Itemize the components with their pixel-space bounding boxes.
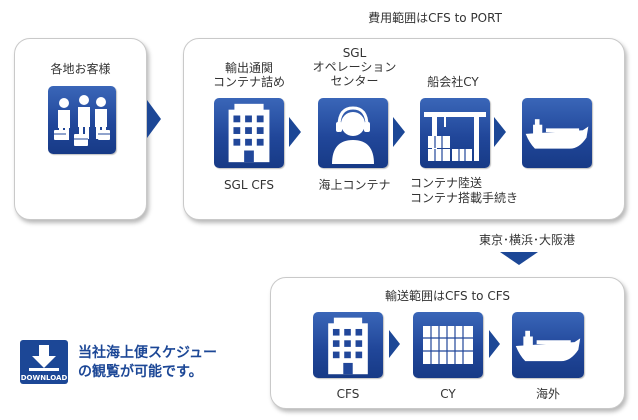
customer-tile <box>48 86 116 154</box>
building-icon <box>228 103 270 163</box>
operation-center-tile <box>318 98 388 168</box>
cfs-step-label-cy: CY <box>440 387 456 401</box>
download-text-line1: 当社海上便スケジュー <box>78 345 218 361</box>
building-icon <box>328 317 368 375</box>
people-with-boxes-icon <box>54 95 110 146</box>
download-text-line2: の観覧が可能です。 <box>78 364 203 380</box>
customer-panel-title: 各地お客様 <box>50 62 111 76</box>
overseas-ship-tile <box>512 312 584 378</box>
flow-arrow <box>389 330 400 358</box>
flow-arrow <box>489 330 500 358</box>
cfs-tile <box>313 312 383 378</box>
container-stack-icon <box>423 326 473 364</box>
schedule-download-link[interactable]: DOWNLOAD 当社海上便スケジュー の観覧が可能です。 <box>14 338 250 386</box>
cfs-panel-title: 輸送範囲はCFS to CFS <box>384 289 511 303</box>
port-panel-title: 費用範囲はCFS to PORT <box>368 11 502 25</box>
cargo-ship-icon <box>525 119 589 149</box>
flow-arrow <box>494 117 506 147</box>
operator-headset-icon <box>332 106 374 164</box>
container-yard-tile <box>420 98 490 168</box>
download-icon: DOWNLOAD <box>20 340 68 384</box>
container-yard-crane-icon <box>424 112 486 161</box>
ship-tile <box>522 98 592 168</box>
cargo-ship-icon <box>515 330 581 362</box>
cy-tile <box>413 312 483 378</box>
cfs-step-label-cfs: CFS <box>336 387 360 401</box>
flow-arrow <box>289 117 301 147</box>
step-label-carrier-cy: 船会社CY <box>427 75 479 89</box>
step-label-operation-center: SGL オペレーション センター <box>312 46 397 88</box>
step-label-customs: 輸出通関 コンテナ詰め <box>212 61 285 89</box>
flow-arrow <box>147 100 161 138</box>
step-label-sea-container: 海上コンテナ <box>318 178 391 192</box>
cfs-step-label-overseas: 海外 <box>535 387 560 401</box>
down-arrow <box>500 252 538 265</box>
step-label-sgl-cfs: SGL CFS <box>223 178 275 192</box>
ports-label: 東京･横浜･大阪港 <box>478 233 575 247</box>
download-icon-caption: DOWNLOAD <box>20 374 68 382</box>
sgl-cfs-tile <box>214 98 284 168</box>
flow-arrow <box>393 117 405 147</box>
step-label-land-transport: コンテナ陸送 コンテナ搭載手続き <box>410 176 519 205</box>
